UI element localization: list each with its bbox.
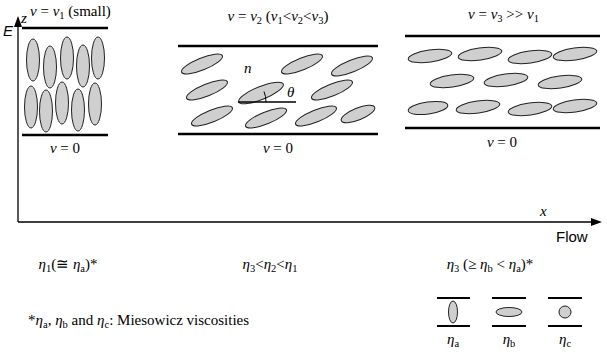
- plate: [437, 325, 470, 327]
- molecule: [457, 45, 502, 63]
- director-molecule: [236, 78, 285, 108]
- molecule: [56, 82, 69, 124]
- plate: [22, 134, 108, 137]
- molecule: [339, 102, 377, 127]
- molecule: [61, 37, 74, 79]
- velocity-label: v = v2 (v1<v2<v3): [227, 8, 328, 25]
- molecule: [25, 86, 38, 128]
- plate: [548, 325, 582, 327]
- footnote: *ηa, ηb and ηc: Miesowicz viscosities: [28, 312, 249, 329]
- molecule: [179, 50, 224, 78]
- molecule: [507, 48, 552, 66]
- plate: [178, 133, 378, 136]
- viscosity-label: η3 (≥ ηb < ηa)*: [447, 256, 534, 273]
- z-axis: [17, 24, 18, 222]
- molecule: [407, 99, 448, 116]
- viscosity-label: η3<η2<η1: [242, 256, 297, 273]
- viscosity-label: ηb: [503, 331, 516, 348]
- molecule: [559, 306, 571, 318]
- molecule: [40, 90, 53, 132]
- molecule: [552, 97, 597, 115]
- velocity-label: v = 0: [487, 134, 517, 151]
- molecule: [449, 301, 458, 323]
- molecule: [44, 46, 57, 88]
- molecule: [77, 45, 90, 87]
- molecule: [483, 71, 528, 89]
- mini-plates: [437, 298, 582, 326]
- plate: [405, 127, 600, 130]
- molecule: [89, 83, 102, 125]
- viscosity-label: ηc: [559, 331, 571, 348]
- molecule: [407, 47, 452, 65]
- x-axis: [18, 221, 594, 222]
- molecule: [279, 50, 324, 78]
- velocity-label: v = v3 >> v1: [468, 6, 539, 23]
- molecule: [309, 76, 354, 104]
- axis-arrowhead: [14, 16, 22, 27]
- velocity-label: v = 0: [50, 140, 80, 157]
- molecule: [552, 45, 597, 63]
- axis-label: Flow: [556, 228, 588, 245]
- molecule: [329, 52, 374, 80]
- velocity-label: v = v1 (small): [30, 3, 111, 20]
- molecule: [92, 37, 105, 79]
- plate: [178, 45, 378, 48]
- molecule: [293, 102, 338, 130]
- axis-arrowhead: [591, 218, 602, 226]
- velocity-label: v = 0: [263, 140, 293, 157]
- mini-molecules: [449, 301, 572, 323]
- molecules-aligned: [407, 45, 597, 118]
- axis-label: z: [21, 10, 27, 27]
- molecules-tilted: [179, 50, 377, 132]
- molecule: [496, 308, 522, 317]
- plate: [405, 35, 600, 38]
- molecule: [184, 76, 229, 104]
- reference-line: [238, 101, 296, 103]
- molecule: [72, 89, 85, 131]
- axis-label: x: [540, 203, 547, 220]
- viscosity-label: ηa: [447, 331, 459, 348]
- plate: [492, 297, 526, 299]
- molecule: [189, 102, 234, 130]
- plate: [437, 297, 470, 299]
- molecule: [243, 104, 288, 132]
- plate: [22, 27, 108, 30]
- angle-label: θ: [287, 84, 294, 101]
- molecule: [27, 39, 40, 81]
- plate: [492, 325, 526, 327]
- molecule: [455, 98, 500, 116]
- plate: [548, 297, 582, 299]
- angle-arc: [264, 92, 266, 103]
- molecule: [429, 72, 474, 90]
- viscosity-label: η1(≅ ηa)*: [38, 256, 97, 273]
- molecule: [537, 73, 582, 91]
- molecule: [507, 100, 552, 118]
- director-label: n: [244, 60, 252, 77]
- axis-label: E: [3, 22, 13, 39]
- molecules-vertical: [25, 37, 105, 132]
